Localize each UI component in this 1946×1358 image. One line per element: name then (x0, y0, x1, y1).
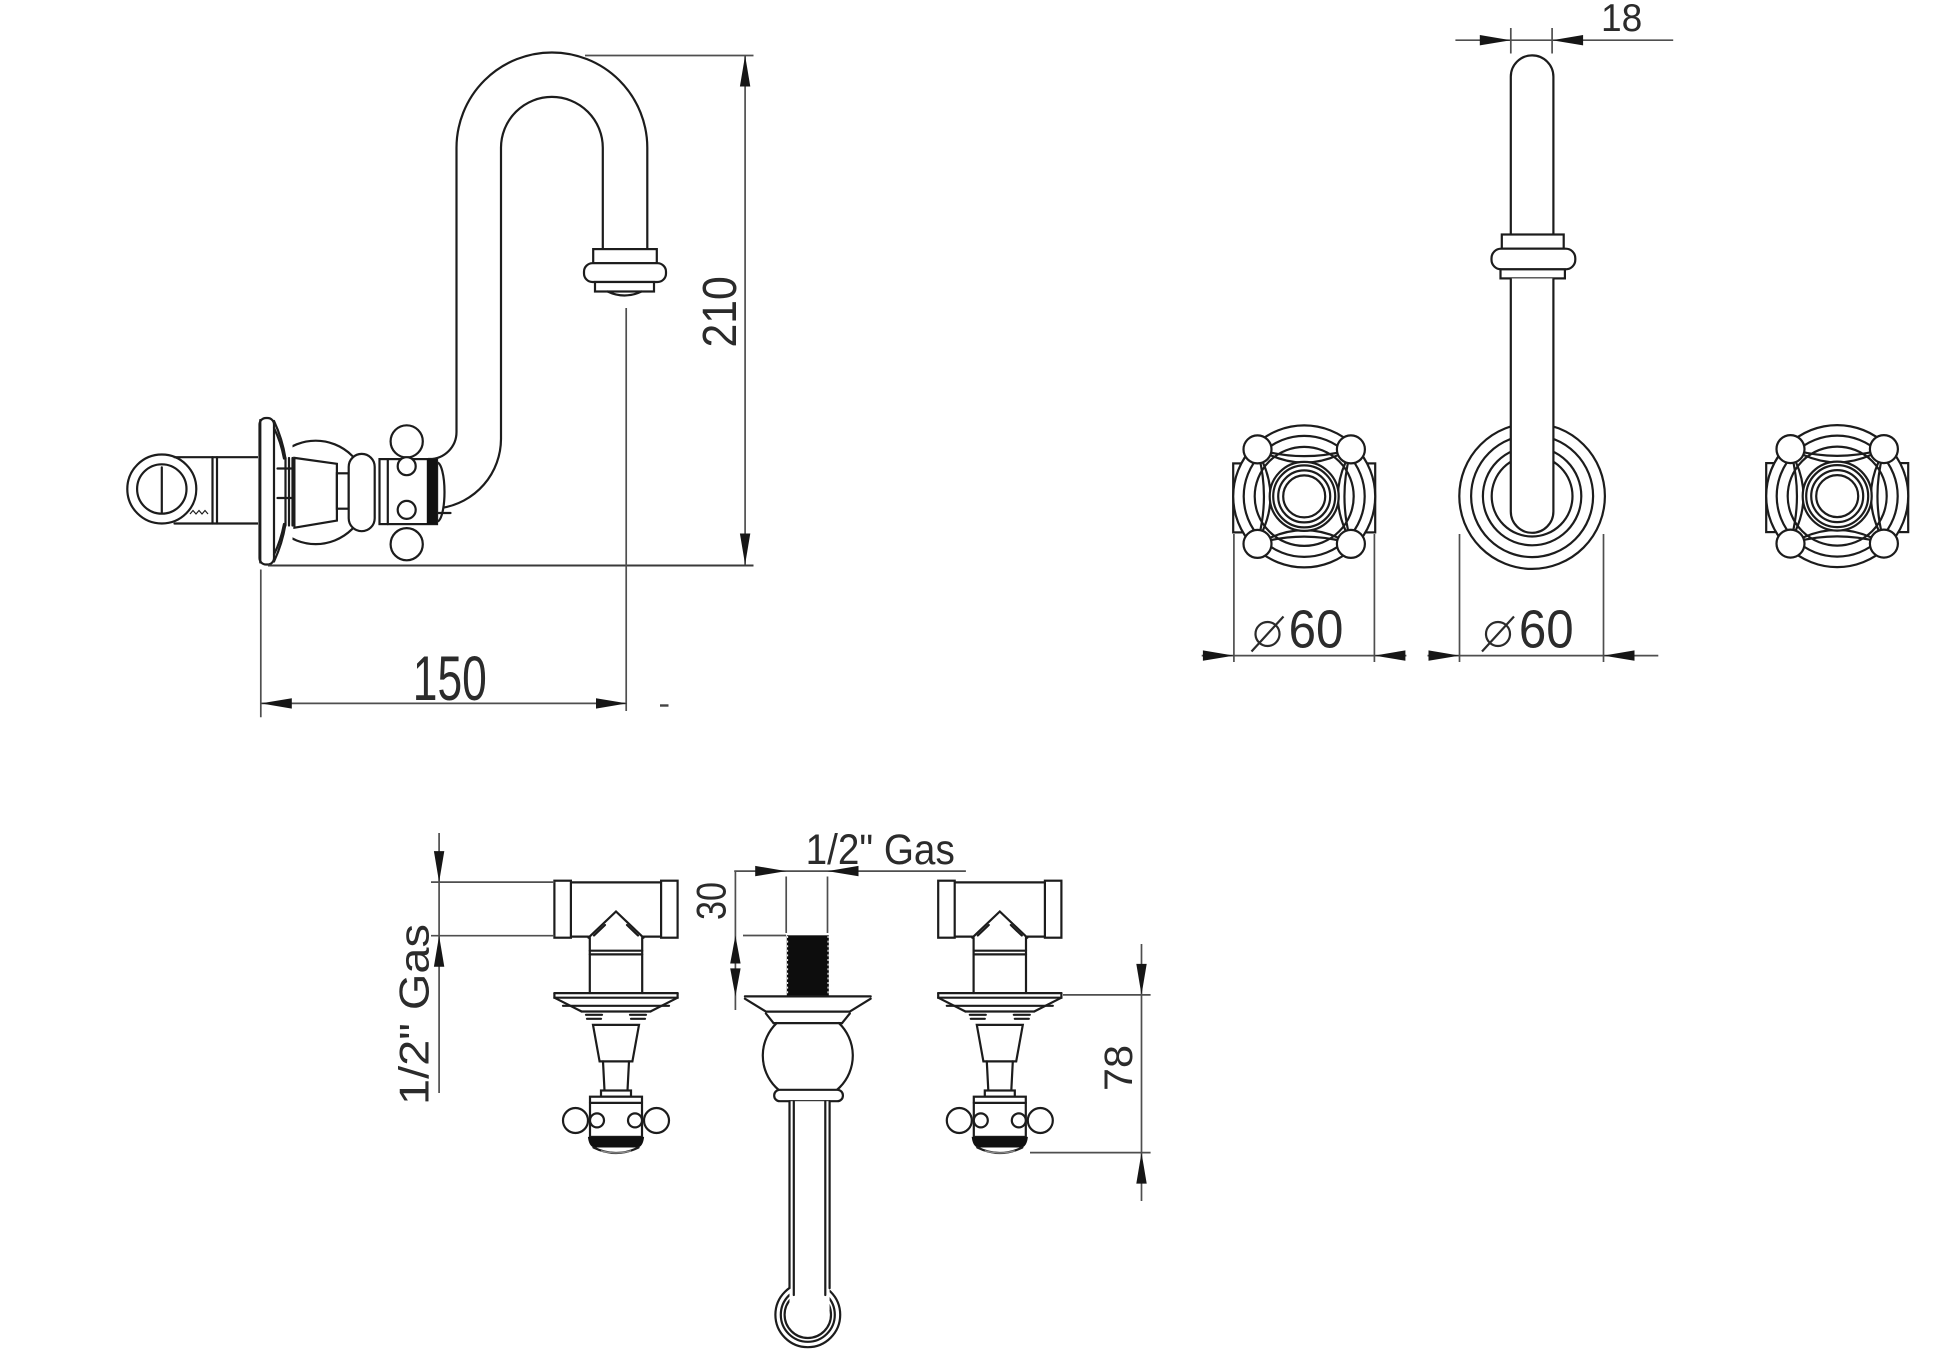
svg-text:210: 210 (694, 276, 747, 347)
svg-text:18: 18 (1601, 0, 1642, 40)
svg-text:60: 60 (1289, 600, 1344, 660)
svg-text:30: 30 (688, 882, 735, 920)
svg-text:150: 150 (413, 644, 487, 714)
svg-text:1/2" Gas: 1/2" Gas (806, 826, 955, 874)
svg-text:78: 78 (1097, 1045, 1141, 1091)
svg-text:60: 60 (1519, 600, 1574, 660)
svg-text:1/2" Gas: 1/2" Gas (391, 924, 438, 1105)
